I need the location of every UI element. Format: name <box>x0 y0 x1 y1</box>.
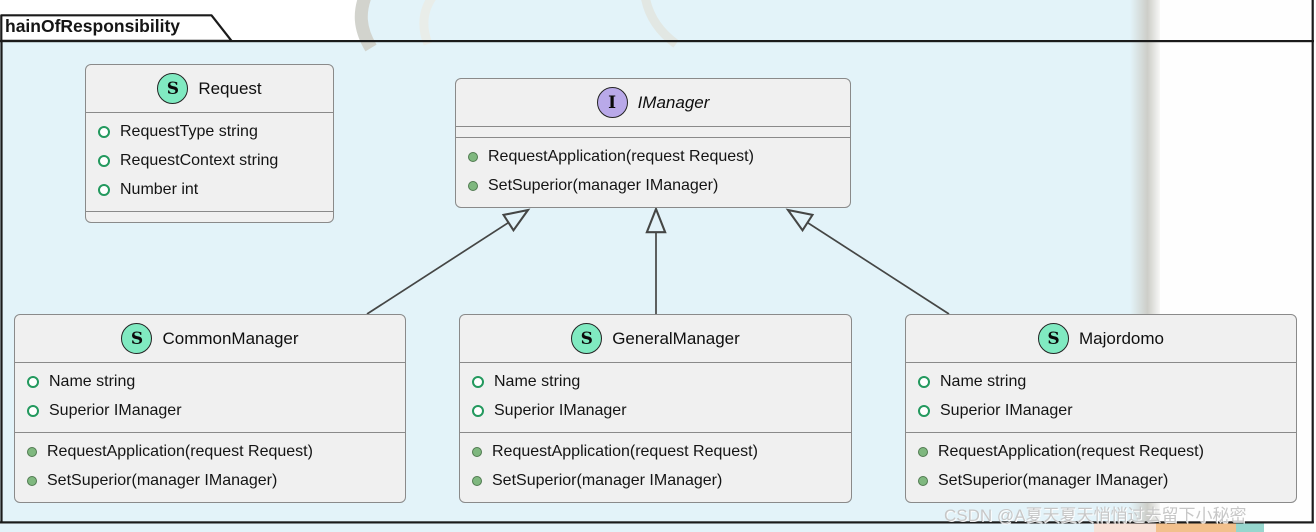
method-row: SetSuperior(manager IManager) <box>472 466 841 495</box>
watermark-logo-shape <box>1094 523 1156 532</box>
field-text: RequestContext string <box>120 151 279 169</box>
class-title: Majordomo <box>1078 328 1165 348</box>
field-text: RequestType string <box>120 122 258 140</box>
method-text: SetSuperior(manager IManager) <box>488 176 719 194</box>
field-bullet-icon <box>918 404 930 417</box>
fields-section: Name string Superior IManager <box>15 362 405 432</box>
class-header: S CommonManager <box>15 315 405 362</box>
method-bullet-icon <box>27 475 37 486</box>
fields-section: Name string Superior IManager <box>906 362 1296 432</box>
fields-section: RequestType string RequestContext string… <box>86 112 333 211</box>
class-box-commonmanager: S CommonManager Name string Superior IMa… <box>14 314 406 503</box>
class-box-majordomo: S Majordomo Name string Superior IManage… <box>905 314 1297 503</box>
field-text: Number int <box>120 180 199 198</box>
field-row: RequestType string <box>98 117 323 146</box>
frame-top-border <box>0 40 1314 43</box>
field-row: Name string <box>27 367 395 396</box>
field-text: Superior IManager <box>940 401 1073 419</box>
method-row: RequestApplication(request Request) <box>27 437 395 466</box>
field-text: Name string <box>494 372 581 390</box>
frame-left-border <box>0 40 3 523</box>
class-box-imanager: I IManager RequestApplication(request Re… <box>455 78 851 208</box>
method-row: RequestApplication(request Request) <box>472 437 841 466</box>
class-header: S Request <box>86 65 333 112</box>
methods-section-empty <box>86 211 333 222</box>
field-text: Superior IManager <box>494 401 627 419</box>
methods-section: RequestApplication(request Request) SetS… <box>456 137 850 207</box>
method-row: SetSuperior(manager IManager) <box>918 466 1286 495</box>
method-text: RequestApplication(request Request) <box>488 147 754 165</box>
frame-tab-shape <box>0 14 233 42</box>
struct-badge-icon: S <box>571 323 603 354</box>
field-bullet-icon <box>27 404 39 417</box>
class-header: S GeneralManager <box>460 315 851 362</box>
field-bullet-icon <box>472 375 484 388</box>
method-bullet-icon <box>472 446 482 457</box>
method-bullet-icon <box>918 446 928 457</box>
field-row: Superior IManager <box>472 396 841 425</box>
realization-arrow-commonmanager <box>366 208 531 315</box>
methods-section: RequestApplication(request Request) SetS… <box>460 432 851 502</box>
method-bullet-icon <box>468 151 478 162</box>
class-box-request: S Request RequestType string RequestCont… <box>85 64 334 223</box>
class-title: CommonManager <box>162 328 299 348</box>
method-text: SetSuperior(manager IManager) <box>492 471 723 489</box>
method-text: RequestApplication(request Request) <box>47 442 313 460</box>
watermark-logo-shape <box>1236 523 1264 532</box>
class-title: GeneralManager <box>612 328 740 348</box>
field-row: Name string <box>918 367 1286 396</box>
class-box-generalmanager: S GeneralManager Name string Superior IM… <box>459 314 852 503</box>
field-text: Name string <box>49 372 136 390</box>
method-row: RequestApplication(request Request) <box>918 437 1286 466</box>
method-bullet-icon <box>918 475 928 486</box>
method-bullet-icon <box>472 475 482 486</box>
field-bullet-icon <box>98 183 110 196</box>
field-bullet-icon <box>98 125 110 138</box>
field-row: Superior IManager <box>918 396 1286 425</box>
methods-section: RequestApplication(request Request) SetS… <box>906 432 1296 502</box>
field-bullet-icon <box>472 404 484 417</box>
struct-badge-icon: S <box>121 323 153 354</box>
struct-badge-icon: S <box>157 73 189 104</box>
method-row: SetSuperior(manager IManager) <box>468 171 840 200</box>
struct-badge-icon: S <box>1037 323 1069 354</box>
frame-right-border <box>1311 0 1314 523</box>
field-bullet-icon <box>27 375 39 388</box>
watermark-text: CSDN @A夏天夏天悄悄过去留下小秘密 <box>944 506 1247 525</box>
class-header: S Majordomo <box>906 315 1296 362</box>
field-bullet-icon <box>98 154 110 167</box>
realization-arrow-majordomo <box>785 208 950 315</box>
method-row: SetSuperior(manager IManager) <box>27 466 395 495</box>
field-bullet-icon <box>918 375 930 388</box>
class-title: Request <box>198 78 262 98</box>
field-row: Number int <box>98 175 323 204</box>
fields-section-empty <box>456 126 850 137</box>
field-text: Superior IManager <box>49 401 182 419</box>
method-bullet-icon <box>27 446 37 457</box>
method-text: RequestApplication(request Request) <box>938 442 1204 460</box>
field-row: Superior IManager <box>27 396 395 425</box>
method-bullet-icon <box>468 180 478 191</box>
interface-badge-icon: I <box>596 87 628 118</box>
method-text: SetSuperior(manager IManager) <box>938 471 1169 489</box>
field-text: Name string <box>940 372 1027 390</box>
frame-bottom-border <box>0 521 1314 524</box>
class-title: IManager <box>637 92 710 112</box>
field-row: RequestContext string <box>98 146 323 175</box>
field-row: Name string <box>472 367 841 396</box>
watermark-logo-shape <box>1156 523 1236 532</box>
method-text: SetSuperior(manager IManager) <box>47 471 278 489</box>
frame-tab-label: hainOfResponsibility <box>5 16 181 36</box>
method-text: RequestApplication(request Request) <box>492 442 758 460</box>
class-header: I IManager <box>456 79 850 126</box>
fields-section: Name string Superior IManager <box>460 362 851 432</box>
methods-section: RequestApplication(request Request) SetS… <box>15 432 405 502</box>
method-row: RequestApplication(request Request) <box>468 142 840 171</box>
